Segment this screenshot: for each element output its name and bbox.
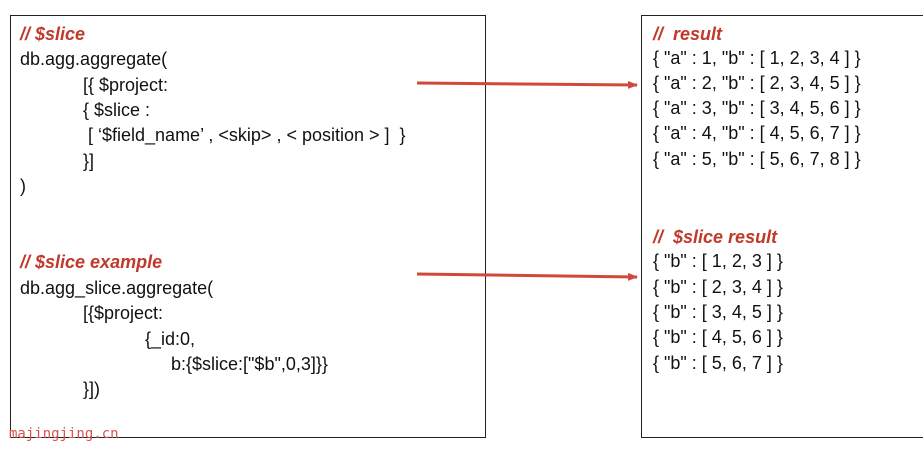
- code-line: b:{$slice:["$b",0,3]}}: [171, 354, 328, 374]
- code-line: }]): [83, 379, 101, 399]
- result-line: { "a" : 1, "b" : [ 1, 2, 3, 4 ] }: [653, 48, 861, 68]
- result-line: { "a" : 5, "b" : [ 5, 6, 7, 8 ] }: [653, 149, 861, 169]
- slice-result-line: { "b" : [ 1, 2, 3 ] }: [653, 251, 783, 271]
- code-line: {_id:0,: [145, 329, 196, 349]
- slice-result-line: { "b" : [ 5, 6, 7 ] }: [653, 353, 783, 373]
- slice-result-line: { "b" : [ 3, 4, 5 ] }: [653, 302, 783, 322]
- slice-result-line: { "b" : [ 2, 3, 4 ] }: [653, 277, 783, 297]
- syntax-panel: [10, 15, 486, 438]
- code-line: }]: [83, 151, 95, 171]
- slice-syntax-comment: // $slice: [20, 24, 86, 44]
- code-line: db.agg_slice.aggregate(: [20, 278, 214, 298]
- watermark: majingjing.cn: [9, 426, 119, 442]
- result-line: { "a" : 4, "b" : [ 4, 5, 6, 7 ] }: [653, 123, 861, 143]
- code-line: [{ $project:: [83, 75, 169, 95]
- result-panel: [641, 15, 923, 438]
- code-line: { $slice :: [83, 100, 151, 120]
- code-line: [{$project:: [83, 303, 164, 323]
- arrow-syntax-to-result: [416, 80, 638, 89]
- code-line: ): [20, 176, 26, 196]
- slice-result-line: { "b" : [ 4, 5, 6 ] }: [653, 327, 783, 347]
- slice-example-comment: // $slice example: [20, 252, 163, 272]
- slice-result-comment: // $slice result: [653, 227, 778, 247]
- arrow-example-to-slice-result: [416, 272, 638, 281]
- result-comment: // result: [653, 24, 723, 44]
- code-line: db.agg.aggregate(: [20, 49, 168, 69]
- result-line: { "a" : 3, "b" : [ 3, 4, 5, 6 ] }: [653, 98, 861, 118]
- result-line: { "a" : 2, "b" : [ 2, 3, 4, 5 ] }: [653, 73, 861, 93]
- code-line: [ ‘$field_name’ , <skip> , < position > …: [88, 125, 406, 145]
